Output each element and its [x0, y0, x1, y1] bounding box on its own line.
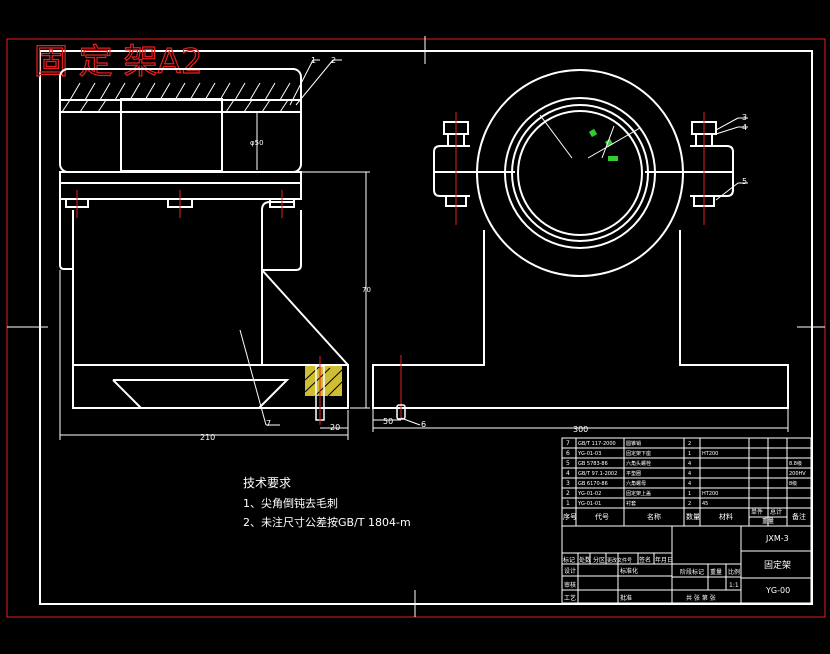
bom-cell: 4 [566, 470, 570, 477]
tb-code: YG-00 [765, 586, 790, 595]
bom-cell: HT200 [702, 451, 718, 457]
bom-cell: 4 [688, 461, 691, 467]
notes-item-2: 2、未注尺寸公差按GB/T 1804-m [243, 515, 411, 529]
dim-side-bottom: 50 [383, 417, 393, 426]
bom-cell: 8.8级 [789, 460, 802, 467]
bom-cell: 固定架上盖 [626, 490, 651, 497]
bom-cell: HT200 [702, 491, 718, 497]
front-view [59, 68, 349, 409]
bom-cell: GB/T 117-2000 [578, 441, 616, 447]
tb-process: 工艺 [564, 594, 576, 602]
tb-sheets: 共 张 第 张 [686, 594, 716, 602]
tb-mark: 标记 [563, 556, 575, 564]
bore-marks [588, 128, 618, 161]
notes-item-1: 1、尖角倒钝去毛刺 [243, 496, 338, 510]
bore-leaders [539, 114, 641, 159]
bom-h-name: 名称 [647, 512, 661, 521]
title-block-grid [561, 525, 812, 604]
balloon-5: 5 [742, 177, 747, 186]
bom-cell: 4 [688, 481, 691, 487]
tb-drawing-no: JXM-3 [765, 534, 789, 543]
title-block-labels: 标记 处数 分区 更改文件号 签名 年月日 设计 标准化 审核 工艺 批准 阶段… [563, 534, 791, 602]
bom-cell: 1 [688, 491, 691, 497]
bom-cell: 平垫圈 [626, 470, 641, 477]
side-view [372, 69, 789, 409]
section-hatch [61, 82, 291, 113]
tb-part-name: 固定架 [764, 559, 791, 571]
side-pin [396, 404, 406, 420]
tb-change-no: 更改文件号 [607, 557, 632, 564]
bom-h-code: 代号 [595, 512, 609, 521]
bom-h-total: 总计 [770, 508, 782, 516]
bom-cell: 6 [566, 450, 570, 457]
tb-weight: 重量 [710, 568, 722, 576]
dim-front-bore: φ50 [250, 139, 264, 147]
balloon-2: 2 [331, 56, 336, 65]
bom-h-remark: 备注 [792, 512, 806, 521]
bom-cell: GB/T 97.1-2002 [578, 471, 617, 477]
bom-cell: 8级 [789, 480, 797, 487]
dim-side-width: 300 [573, 425, 588, 434]
tb-standardize: 标准化 [620, 567, 638, 575]
tb-review: 审核 [564, 581, 576, 589]
bom-grid [561, 437, 812, 527]
tb-stage: 阶段标记 [680, 568, 704, 576]
bom-cell: GB 5783-86 [578, 461, 608, 467]
bom-cell: 1 [688, 451, 691, 457]
bom-cell: 1 [566, 500, 570, 507]
bom-cell: YG-01-01 [577, 501, 601, 507]
balloon-7: 7 [266, 419, 271, 428]
bom-cell: 45 [702, 501, 708, 507]
outer-frame [6, 38, 826, 618]
tb-scale: 1:1 [729, 582, 739, 589]
bom-cell: YG-01-03 [577, 451, 601, 457]
tb-ratio: 比例 [728, 568, 740, 576]
bom-cell: 六角头螺栓 [626, 460, 651, 467]
bom-cell: 2 [688, 441, 691, 447]
bom-cell: 圆锥销 [626, 440, 641, 447]
balloon-4: 4 [742, 123, 747, 132]
dim-front-bottom: 20 [330, 423, 340, 432]
tb-design: 设计 [564, 567, 576, 575]
bom-cell: 4 [688, 471, 691, 477]
tb-signature: 签名 [639, 556, 651, 564]
bom-h-material: 材料 [719, 512, 733, 521]
bom-h-no: 序号 [563, 512, 577, 521]
tb-approve: 批准 [620, 594, 632, 602]
side-centerlines [400, 112, 705, 418]
bom-cell: 200HV [789, 471, 806, 477]
centering-marks [7, 36, 825, 617]
bom-cell: 2 [566, 490, 570, 497]
bom-cell: 六角螺母 [626, 480, 646, 487]
front-centerlines [76, 190, 283, 218]
bom-cell: 固定架下座 [626, 450, 651, 457]
tb-zone: 分区 [593, 556, 605, 564]
balloon-1: 1 [311, 56, 316, 65]
bom-cell: YG-01-02 [577, 491, 601, 497]
side-dimensions [372, 117, 789, 432]
taper-pin [304, 356, 343, 425]
bom-h-weight: 重量 [762, 517, 774, 525]
front-dimensions [59, 59, 370, 440]
dim-front-width: 210 [200, 433, 215, 442]
sheet-title: 固 定 架A2 [34, 42, 203, 82]
bom-h-qty: 数量 [686, 512, 700, 521]
notes-heading: 技术要求 [243, 476, 291, 490]
bom-h-unit: 单件 [751, 508, 763, 516]
bom-cell: 3 [566, 480, 570, 487]
tb-date: 年月日 [655, 556, 673, 564]
bom-cell: 5 [566, 460, 570, 467]
bom-cell: 7 [566, 440, 570, 447]
dim-front-height: 70 [362, 286, 371, 294]
bom-header: 序号 代号 名称 数量 材料 单件 总计 重量 备注 [563, 508, 806, 525]
balloon-3: 3 [742, 113, 747, 122]
bom-cell: GB 6170-86 [578, 481, 608, 487]
balloon-6: 6 [421, 420, 426, 429]
bom-cell: 衬套 [626, 500, 636, 507]
bom-cell: 2 [688, 501, 691, 507]
tb-count: 处数 [579, 556, 591, 564]
